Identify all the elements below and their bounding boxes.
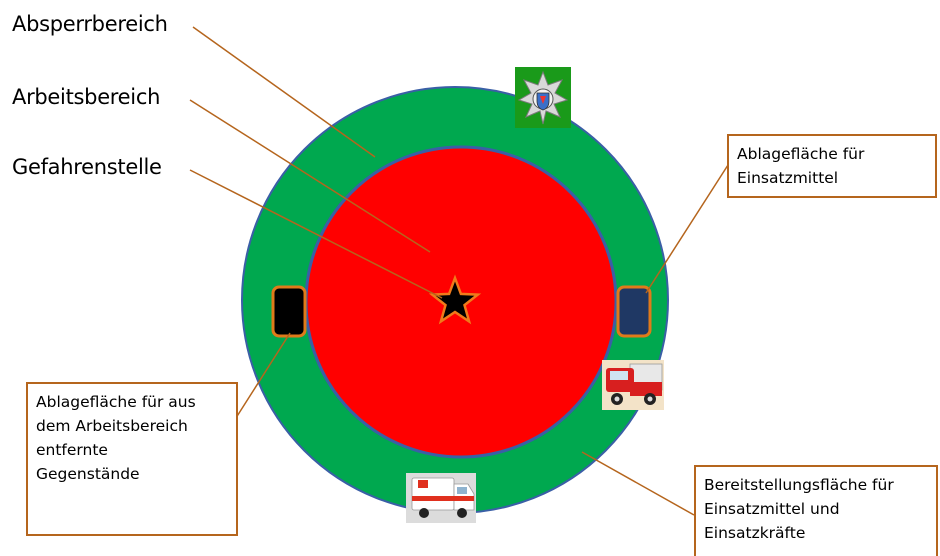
label-absperrbereich: Absperrbereich (12, 12, 168, 36)
fire-truck-icon (602, 360, 664, 410)
callout-line: Ablagefläche für (737, 145, 865, 163)
callout-line: entfernte (36, 441, 108, 459)
police-badge-icon (515, 67, 571, 128)
callout-line: Einsatzkräfte (704, 524, 806, 542)
callout-line: Einsatzmittel und (704, 500, 840, 518)
leader-ablage-einsatzmittel (645, 164, 729, 294)
label-gefahrenstelle: Gefahrenstelle (12, 155, 162, 179)
star-icon (428, 274, 482, 325)
callout-line: Gegenstände (36, 465, 140, 483)
callout-line: Einsatzmittel (737, 169, 839, 187)
callout-line: Bereitstellungsfläche für (704, 476, 894, 494)
callout-bereitstellung: Bereitstellungsfläche für Einsatzmittel … (694, 465, 938, 556)
leader-bereitstellung (581, 451, 695, 516)
callout-line: Ablagefläche für aus (36, 393, 196, 411)
ambulance-icon (406, 473, 476, 523)
leader-absperrbereich (192, 26, 376, 158)
right-storage-slot (616, 285, 652, 338)
callout-line: dem Arbeitsbereich (36, 417, 188, 435)
leader-arbeitsbereich (189, 99, 431, 253)
callout-ablage-gegenstaende: Ablagefläche für aus dem Arbeitsbereich … (26, 382, 238, 536)
leader-gefahrenstelle (189, 169, 443, 299)
callout-ablage-einsatzmittel: Ablagefläche für Einsatzmittel (727, 134, 937, 198)
label-arbeitsbereich: Arbeitsbereich (12, 85, 161, 109)
left-storage-slot (271, 285, 307, 338)
